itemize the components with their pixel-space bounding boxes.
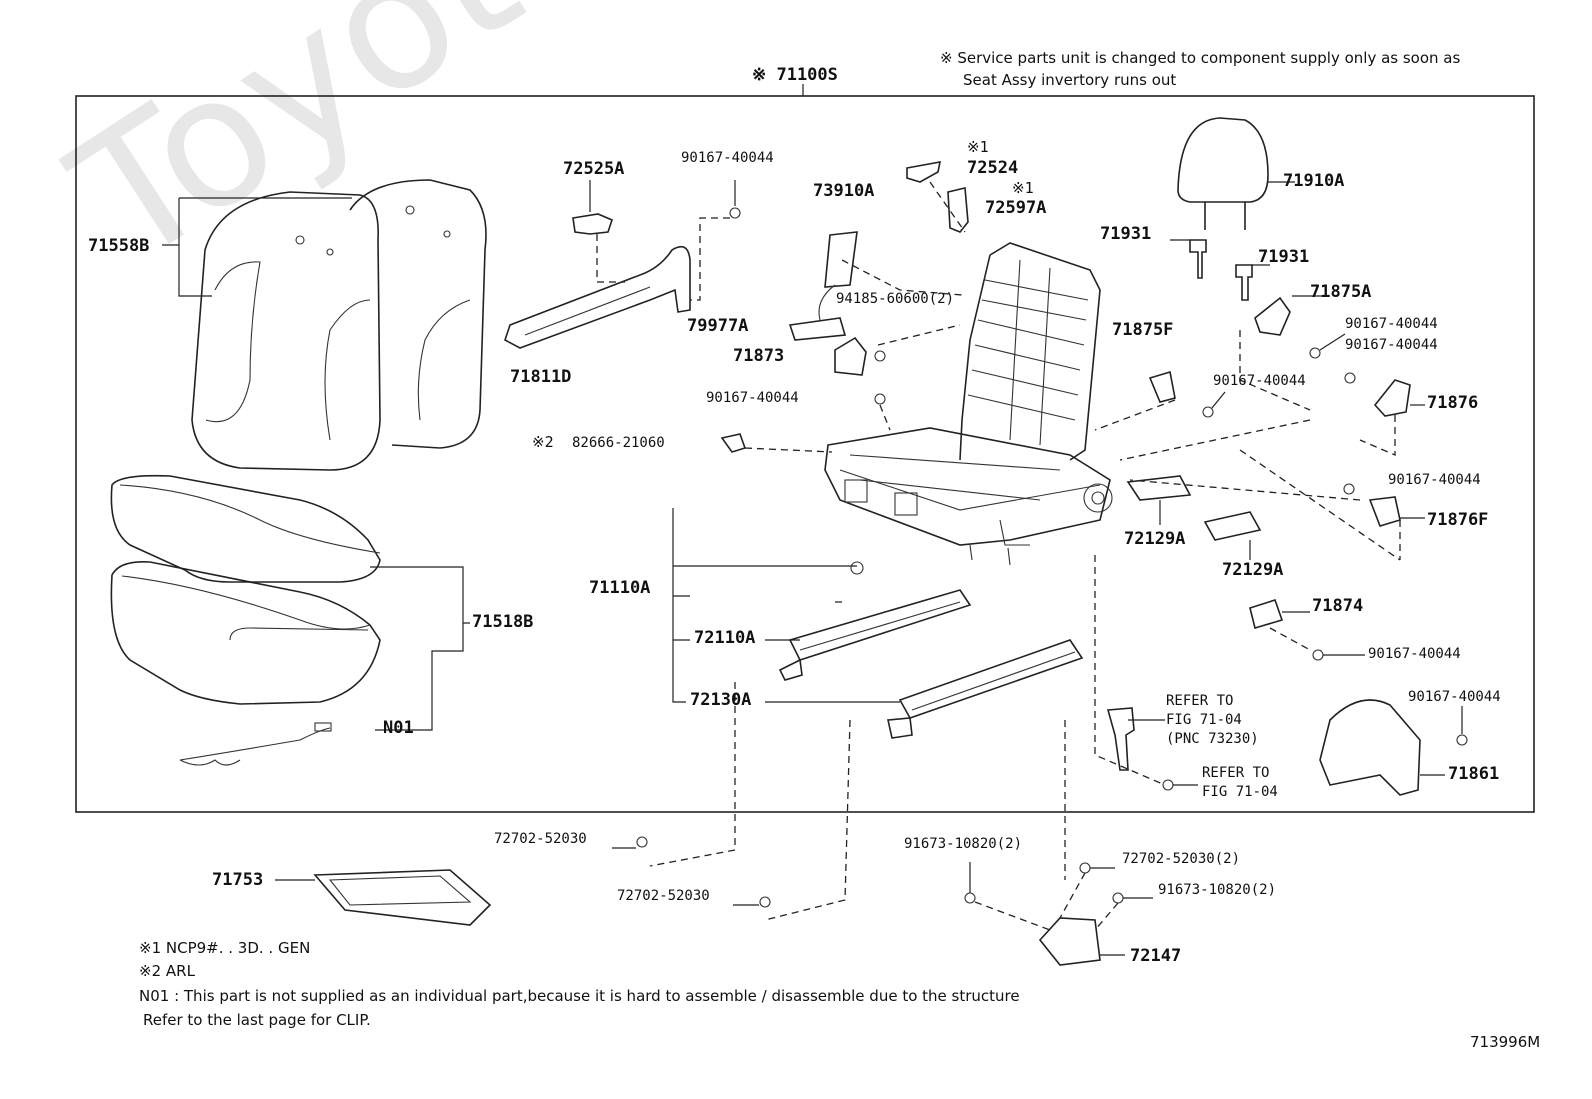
part-71876: 71876 xyxy=(1427,393,1479,413)
part-90167-e: 90167-40044 xyxy=(1213,373,1306,389)
refer-2-line1: REFER TO xyxy=(1202,765,1270,781)
part-91673-b: 91673-10820(2) xyxy=(1158,882,1277,898)
part-71518b: 71518B xyxy=(472,612,534,632)
note-mark-72597a: ※1 xyxy=(1012,179,1034,197)
part-72110a: 72110A xyxy=(694,628,756,648)
tray-71753-drawing xyxy=(313,869,492,926)
part-71811d: 71811D xyxy=(510,367,572,387)
cover-71875f-drawing xyxy=(1148,370,1176,403)
refer-1-line3: (PNC 73230) xyxy=(1166,731,1259,747)
part-72702-a: 72702-52030 xyxy=(494,831,587,847)
refer-1-line1: REFER TO xyxy=(1166,693,1234,709)
part-71910a: 71910A xyxy=(1283,171,1345,191)
part-71558b: 71558B xyxy=(88,236,150,256)
cover-71874-drawing xyxy=(1249,599,1284,630)
side-cover-71811d-drawing xyxy=(504,245,691,349)
n01-wire-drawing xyxy=(179,727,331,766)
part-n01: N01 xyxy=(383,718,414,738)
figure-code: 713996M xyxy=(1470,1033,1541,1051)
cover-71875a-drawing xyxy=(1254,296,1291,336)
note-mark-72524: ※1 xyxy=(967,138,989,156)
part-71873: 71873 xyxy=(733,346,785,366)
part-72524: 72524 xyxy=(967,158,1019,178)
part-90167-g: 90167-40044 xyxy=(1368,646,1461,662)
seat-cushion-drawing xyxy=(110,474,381,705)
part-72130a: 72130A xyxy=(690,690,752,710)
part-72702-c: 72702-52030(2) xyxy=(1122,851,1241,867)
part-71875f: 71875F xyxy=(1112,320,1174,340)
part-90167-f: 90167-40044 xyxy=(1388,472,1481,488)
cover-71876f-drawing xyxy=(1368,496,1401,527)
part-72147: 72147 xyxy=(1130,946,1182,966)
cover-72129a-2-drawing xyxy=(1203,511,1262,541)
part-71876f: 71876F xyxy=(1427,510,1489,530)
seatback-cover-drawing xyxy=(191,179,487,471)
part-90167-d: 90167-40044 xyxy=(706,390,799,406)
part-72129a-a: 72129A xyxy=(1124,529,1186,549)
part-71931-b: 71931 xyxy=(1258,247,1310,267)
part-82666: 82666-21060 xyxy=(572,435,665,451)
assembly-frame xyxy=(75,95,1535,813)
part-90167-a: 90167-40044 xyxy=(681,150,774,166)
headrest-drawing xyxy=(1177,117,1269,301)
part-90167-h: 90167-40044 xyxy=(1408,689,1501,705)
part-71861: 71861 xyxy=(1448,764,1500,784)
footnote-3: N01 : This part is not supplied as an in… xyxy=(139,987,1020,1005)
seat-rail-drawing xyxy=(778,589,1084,739)
footnote-4: Refer to the last page for CLIP. xyxy=(143,1011,371,1029)
bracket-72147-drawing xyxy=(1038,917,1101,966)
service-note-line2: Seat Assy invertory runs out xyxy=(963,71,1177,89)
part-94185: 94185-60600(2) xyxy=(836,291,955,307)
footnote-2: ※2 ARL xyxy=(139,962,195,980)
part-91673-a: 91673-10820(2) xyxy=(904,836,1023,852)
switch-73910a-drawing xyxy=(824,231,858,288)
service-note-line1: ※ Service parts unit is changed to compo… xyxy=(940,49,1461,67)
refer-1-line2: FIG 71-04 xyxy=(1166,712,1242,728)
cover-72129a-1-drawing xyxy=(1126,475,1192,501)
part-72525a: 72525A xyxy=(563,159,625,179)
part-72129a-b: 72129A xyxy=(1222,560,1284,580)
part-73910a: 73910A xyxy=(813,181,875,201)
cover-71861-drawing xyxy=(1319,699,1421,796)
part-71931-a: 71931 xyxy=(1100,224,1152,244)
cover-72597a-drawing xyxy=(947,187,969,233)
part-79977a: 79977A xyxy=(687,316,749,336)
note-mark-82666: ※2 xyxy=(532,433,554,451)
part-71874: 71874 xyxy=(1312,596,1364,616)
part-72702-b: 72702-52030 xyxy=(617,888,710,904)
part-72597a: 72597A xyxy=(985,198,1047,218)
part-71110a: 71110A xyxy=(589,578,651,598)
part-90167-c: 90167-40044 xyxy=(1345,337,1438,353)
part-90167-b: 90167-40044 xyxy=(1345,316,1438,332)
refer-2-line2: FIG 71-04 xyxy=(1202,784,1278,800)
seat-frame-drawing xyxy=(824,242,1113,566)
cover-71876-drawing xyxy=(1373,379,1411,417)
part-71875a: 71875A xyxy=(1310,282,1372,302)
assembly-label: ※ 71100S xyxy=(752,65,838,85)
footnote-1: ※1 NCP9#. . 3D. . GEN xyxy=(139,939,311,957)
part-71753: 71753 xyxy=(212,870,264,890)
bracket-71873-drawing xyxy=(834,336,867,376)
belt-bracket-drawing xyxy=(1106,707,1135,771)
